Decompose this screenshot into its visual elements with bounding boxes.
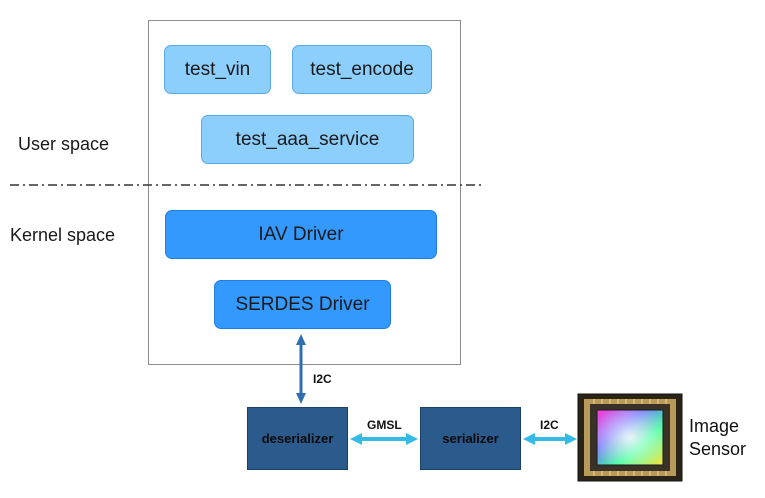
i2c-vertical-arrow	[296, 334, 306, 404]
kernel-space-label: Kernel space	[10, 225, 116, 245]
test-aaa-service-box: test_aaa_service	[201, 115, 414, 164]
serdes-driver-box: SERDES Driver	[214, 280, 391, 329]
i2c-horizontal-label: I2C	[540, 418, 559, 432]
gmsl-label: GMSL	[367, 418, 402, 432]
image-sensor-label: Image Sensor	[689, 415, 746, 461]
test-vin-box: test_vin	[164, 45, 271, 94]
i2c-horizontal-arrow	[523, 433, 577, 445]
user-space-label: User space	[18, 134, 110, 154]
image-sensor-label-line1: Image	[689, 416, 740, 436]
image-sensor-chip-icon	[577, 393, 683, 482]
image-sensor-label-line2: Sensor	[689, 439, 747, 459]
test-encode-box: test_encode	[292, 45, 432, 94]
deserializer-box: deserializer	[247, 407, 348, 470]
gmsl-arrow	[350, 433, 418, 445]
iav-driver-box: IAV Driver	[165, 210, 437, 259]
serializer-box: serializer	[420, 407, 521, 470]
i2c-vertical-label: I2C	[313, 372, 332, 386]
